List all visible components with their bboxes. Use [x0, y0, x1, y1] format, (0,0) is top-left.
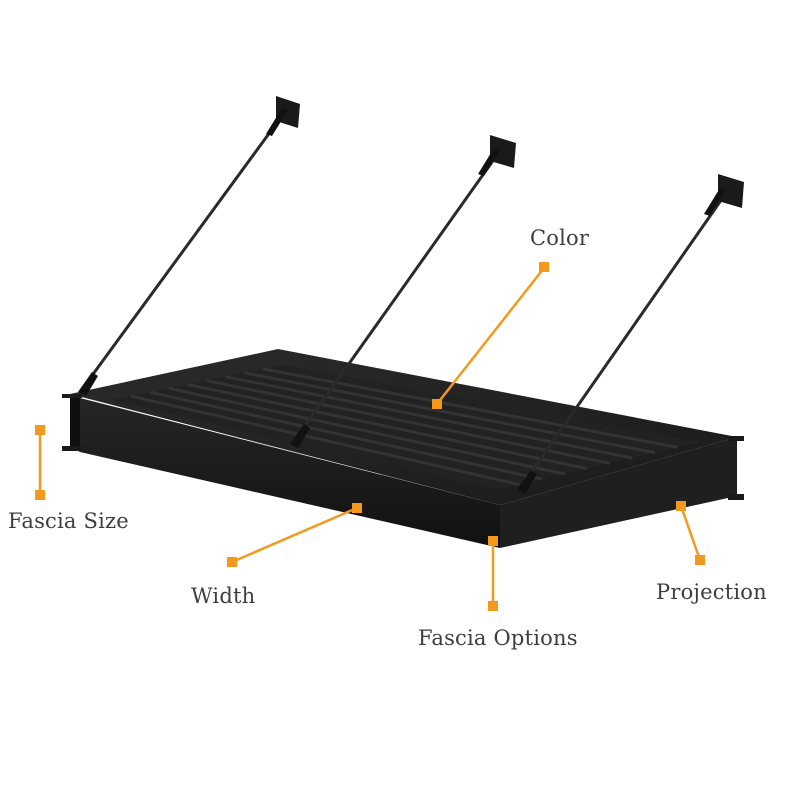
callout-leaders [35, 262, 705, 611]
canopy-lip-left-top [62, 394, 82, 398]
hanger-rod-left [78, 96, 300, 396]
canopy-slat [243, 371, 656, 455]
canopy-front-fascia [80, 398, 500, 548]
canopy-slat [168, 386, 565, 476]
callout-fascia-options-leader [488, 536, 498, 611]
callout-label-fascia-size: Fascia Size [8, 509, 129, 533]
callout-label-width: Width [191, 584, 256, 608]
canopy-lip-left-bottom [62, 446, 82, 451]
canopy-left-end [70, 394, 80, 452]
canopy-slat [262, 367, 678, 449]
canopy-slat [130, 394, 520, 487]
callout-projection-leader [676, 501, 705, 565]
canopy-lip-right-top [728, 436, 744, 441]
canopy-inner-tray [112, 365, 700, 490]
canopy-slat [149, 390, 543, 481]
canopy-awning-icon [62, 96, 744, 548]
canopy-right-fascia [500, 437, 737, 548]
canopy-slats [130, 367, 678, 487]
canopy-slat [187, 382, 588, 471]
callout-width-leader [227, 503, 362, 567]
callout-color-leader [432, 262, 549, 409]
canopy-lip-right-bottom [728, 494, 744, 500]
canopy-slat [225, 375, 633, 460]
callout-fascia-size-leader [35, 425, 45, 500]
canopy-slat [206, 379, 611, 465]
callout-label-fascia-options: Fascia Options [418, 626, 578, 650]
hanger-rod-right [517, 174, 744, 494]
hanger-rod-middle [290, 135, 516, 448]
callout-label-projection: Projection [656, 580, 767, 604]
callout-label-color: Color [530, 226, 590, 250]
